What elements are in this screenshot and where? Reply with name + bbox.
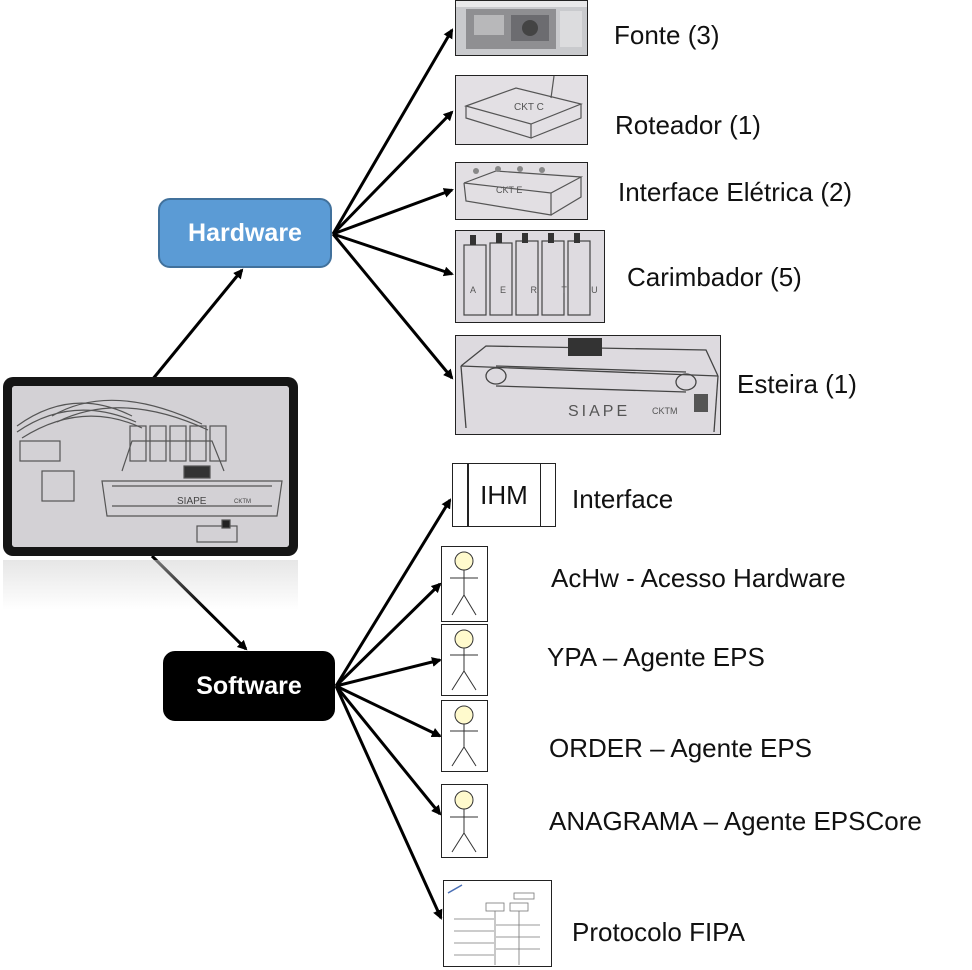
ypa-label: YPA – Agente EPS [547,642,765,672]
ihm-box-text: IHM [480,480,528,510]
fipa-diagram-image [443,880,552,967]
carimbador-letters-text: A E R T U [470,285,605,295]
arrow-to-hardware [150,268,244,381]
esteira-image: SIAPE CKTM [455,335,721,435]
arrow-sw-ihm [334,498,452,687]
arrow-hw-esteira [331,233,454,380]
fonte-label: Fonte (3) [614,20,720,50]
arrow-sw-order [335,684,442,738]
esteira-siape-text: SIAPE [568,403,630,420]
arrow-sw-fipa [334,685,443,920]
arrow-sw-anagrama [334,685,442,816]
roteador-label: Roteador (1) [615,110,761,140]
interface-label: Interface [572,484,674,514]
system-sketch-photo: SIAPE CKTM [3,377,298,556]
arrow-hw-roteador [331,110,454,236]
arrow-hw-interface-eletrica [332,188,454,236]
order-label: ORDER – Agente EPS [549,733,813,763]
arrow-hw-fonte [331,28,454,235]
carimbador-label: Carimbador (5) [627,262,802,292]
esteira-cktm-text: CKTM [652,406,678,416]
roteador-ckt-text: CKT C [514,102,544,113]
fipa-label: Protocolo FIPA [572,917,745,947]
roteador-image: CKT C [455,75,588,145]
software-label: Software [196,671,302,700]
achw-actor-icon [441,546,488,622]
hardware-node: Hardware [158,198,332,268]
anagrama-label: ANAGRAMA – Agente EPSCore [549,806,922,836]
hardware-label: Hardware [188,218,302,247]
interface-eletrica-label: Interface Elétrica (2) [618,177,853,207]
interface-eletrica-ckt-text: CKT E [496,185,522,195]
achw-label: AcHw - Acesso Hardware [551,563,846,593]
sketch-cktm-text: CKTM [234,499,251,505]
arrow-sw-ypa [335,657,442,688]
order-actor-icon [441,700,488,772]
ihm-box: IHM [452,463,556,527]
arrow-sw-achw [334,582,442,688]
sketch-siape-text: SIAPE [177,496,207,507]
anagrama-actor-icon [441,784,488,858]
photo-reflection [3,560,298,610]
fonte-image [455,0,588,56]
esteira-label: Esteira (1) [737,369,857,399]
arrow-hw-carimbador [332,232,454,277]
software-node: Software [163,651,335,721]
interface-eletrica-image: CKT E [455,162,588,220]
ypa-actor-icon [441,624,488,696]
carimbador-image: A E R T U [455,230,605,323]
